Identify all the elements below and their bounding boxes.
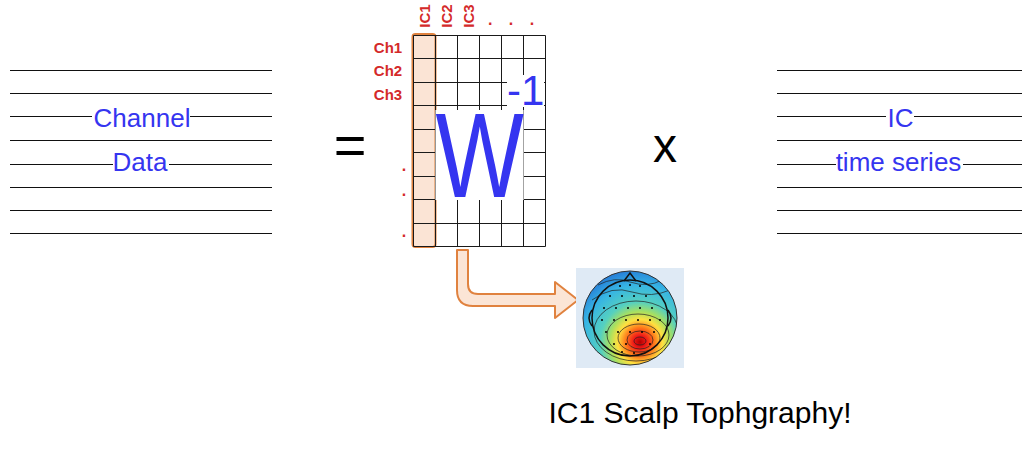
electrode	[653, 331, 655, 333]
component-label: IC1	[417, 4, 432, 27]
electrode	[629, 284, 631, 286]
column-highlight	[413, 34, 436, 247]
electrode	[629, 331, 631, 333]
electrode	[601, 319, 603, 321]
electrode	[625, 319, 627, 321]
matrix-symbol: W	[435, 110, 523, 200]
band-line	[10, 140, 272, 141]
electrode	[613, 343, 615, 345]
nose	[624, 273, 636, 281]
band-line	[10, 210, 272, 211]
electrode	[605, 331, 607, 333]
electrode	[645, 295, 647, 297]
bent-arrow	[457, 250, 578, 318]
data-band: IC time series	[777, 60, 1022, 242]
matrix-grid: W-1	[413, 35, 545, 246]
channel-label: Ch3	[374, 87, 402, 102]
electrode	[633, 352, 635, 354]
map-disc	[583, 271, 677, 365]
channel-label: Ch2	[374, 63, 402, 78]
equals-sign: =	[334, 117, 367, 173]
band-line	[10, 70, 272, 71]
electrode	[609, 295, 611, 297]
electrode	[649, 343, 651, 345]
electrode	[627, 307, 629, 309]
wrap-spacer	[935, 96, 970, 140]
band-line	[777, 233, 1022, 234]
data-band: Channel Data	[10, 60, 272, 242]
electrode	[613, 319, 615, 321]
grid-line	[414, 35, 546, 36]
electrode	[641, 331, 643, 333]
grid-line	[413, 36, 414, 247]
electrode	[639, 285, 641, 287]
band-line	[10, 187, 272, 188]
electrode	[659, 319, 661, 321]
series-label: IC time series	[836, 103, 964, 177]
electrode	[639, 307, 641, 309]
right-ear	[668, 310, 671, 326]
text-block: Channel Data	[81, 96, 201, 184]
multiply-sign: x	[653, 122, 677, 170]
electrode	[617, 331, 619, 333]
channel-label: Ch1	[374, 40, 402, 55]
electrode	[621, 295, 623, 297]
text-block: IC time series	[830, 96, 970, 184]
electrode	[651, 307, 653, 309]
contour	[607, 314, 669, 356]
electrode-dots	[601, 284, 661, 354]
band-line	[777, 140, 1022, 141]
band-line	[777, 93, 1022, 94]
wrap-spacer	[830, 96, 865, 140]
figure-caption: IC1 Scalp Tophgraphy!	[549, 398, 852, 428]
head-outline	[592, 280, 668, 356]
series-label: Channel Data	[92, 103, 191, 177]
contour	[627, 331, 653, 349]
band-line	[777, 210, 1022, 211]
band-line	[10, 93, 272, 94]
grid-line	[414, 223, 546, 224]
electrode	[615, 307, 617, 309]
ellipsis-mark: . . .	[488, 12, 534, 28]
scalp-map	[576, 268, 684, 368]
electrode	[619, 285, 621, 287]
band-line	[10, 233, 272, 234]
component-label: IC3	[461, 4, 476, 27]
left-ear	[589, 310, 592, 326]
contour-lines	[592, 280, 678, 361]
grid-line	[545, 36, 546, 247]
electrode	[603, 307, 605, 309]
ellipsis-dot: .	[402, 183, 406, 199]
electrode	[633, 295, 635, 297]
ellipsis-dot: .	[402, 158, 406, 174]
electrode	[637, 319, 639, 321]
band-line	[777, 70, 1022, 71]
component-label: IC2	[439, 4, 454, 27]
inverse-exponent: -1	[507, 75, 544, 107]
map-ground	[576, 268, 684, 368]
contour	[634, 337, 646, 345]
electrode	[621, 351, 623, 353]
electrode	[649, 319, 651, 321]
grid-line	[414, 246, 546, 247]
band-line	[777, 187, 1022, 188]
grid-line	[414, 58, 546, 59]
ellipsis-dot: .	[402, 224, 406, 240]
electrode	[625, 343, 627, 345]
